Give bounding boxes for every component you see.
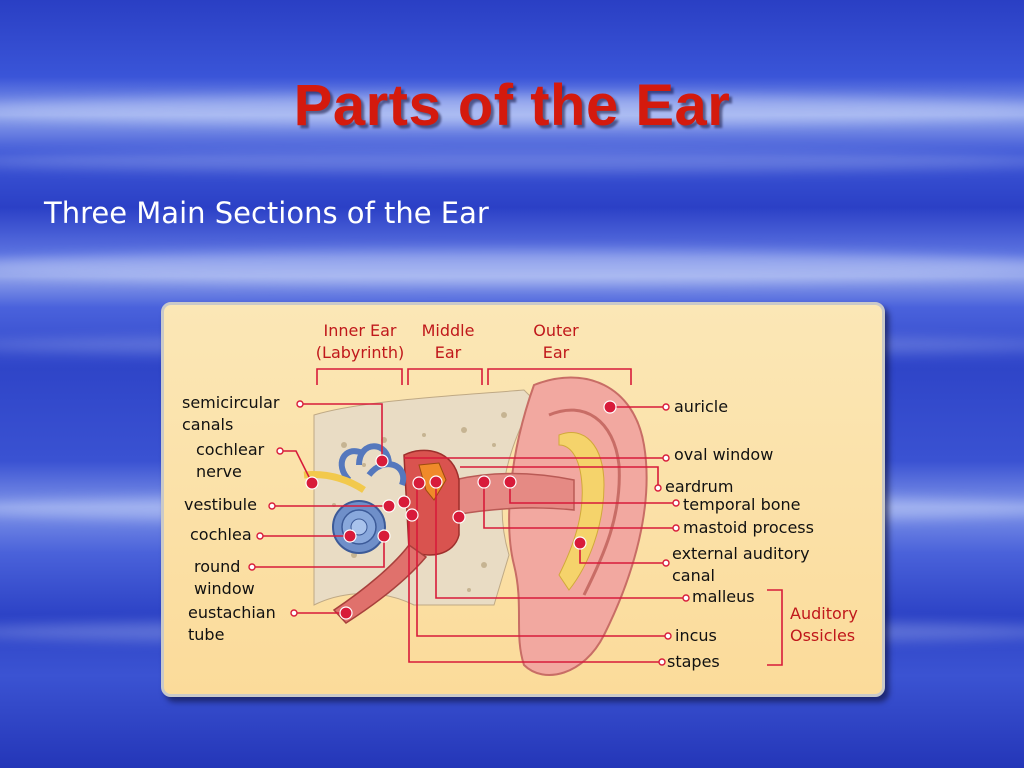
- label-cochlea: cochlea: [190, 525, 252, 544]
- label-auditory-ossicles-2: Ossicles: [790, 626, 855, 645]
- label-cochlear-nerve-2: nerve: [196, 462, 242, 481]
- ear-diagram-panel: Inner Ear (Labyrinth) Middle Ear Outer E…: [161, 302, 885, 697]
- label-eustachian-tube-2: tube: [188, 625, 224, 644]
- background-streak: [0, 150, 1024, 172]
- slide-subtitle: Three Main Sections of the Ear: [44, 196, 489, 230]
- label-auditory-ossicles: Auditory: [790, 604, 858, 623]
- label-semicircular-canals: semicircular: [182, 393, 280, 412]
- label-auricle: auricle: [674, 397, 728, 416]
- left-leader-dots: [248, 400, 304, 617]
- cochlea-shape: [332, 500, 386, 554]
- label-cochlear-nerve: cochlear: [196, 440, 265, 459]
- left-leader-lines: [252, 403, 389, 614]
- target-markers: [305, 400, 617, 620]
- label-malleus: malleus: [692, 587, 755, 606]
- label-eustachian-tube: eustachian: [188, 603, 276, 622]
- label-incus: incus: [675, 626, 717, 645]
- label-eardrum: eardrum: [665, 477, 733, 496]
- label-mastoid-process: mastoid process: [683, 518, 814, 537]
- section-outer-ear: Outer: [533, 321, 579, 340]
- label-stapes: stapes: [667, 652, 720, 671]
- label-oval-window: oval window: [674, 445, 773, 464]
- section-outer-ear-sub: Ear: [543, 343, 570, 362]
- right-leader-dots: [654, 403, 690, 666]
- label-temporal-bone: temporal bone: [683, 495, 801, 514]
- background-streak: [0, 250, 1024, 284]
- right-leader-lines: [404, 406, 686, 663]
- label-round-window-2: window: [194, 579, 255, 598]
- outer-ear-bracket: [487, 368, 632, 385]
- cochlear-nerve-shape: [303, 471, 366, 493]
- label-round-window: round: [194, 557, 240, 576]
- label-external-auditory-canal-2: canal: [672, 566, 715, 585]
- inner-ear-bracket: [316, 368, 403, 385]
- section-middle-ear: Middle: [422, 321, 475, 340]
- label-semicircular-canals-2: canals: [182, 415, 233, 434]
- auricle-inner-fold: [548, 408, 621, 596]
- ossicles-bracket: [767, 589, 783, 666]
- section-inner-ear-sub: (Labyrinth): [316, 343, 404, 362]
- ear-diagram: Inner Ear (Labyrinth) Middle Ear Outer E…: [182, 321, 858, 676]
- slide-title: Parts of the Ear: [293, 73, 731, 138]
- middle-ear-bracket: [407, 368, 483, 385]
- ear-illustration: [303, 376, 648, 676]
- label-vestibule: vestibule: [184, 495, 257, 514]
- label-external-auditory-canal: external auditory: [672, 544, 810, 563]
- background-streak: [0, 95, 1024, 125]
- section-inner-ear: Inner Ear: [324, 321, 397, 340]
- section-middle-ear-sub: Ear: [435, 343, 462, 362]
